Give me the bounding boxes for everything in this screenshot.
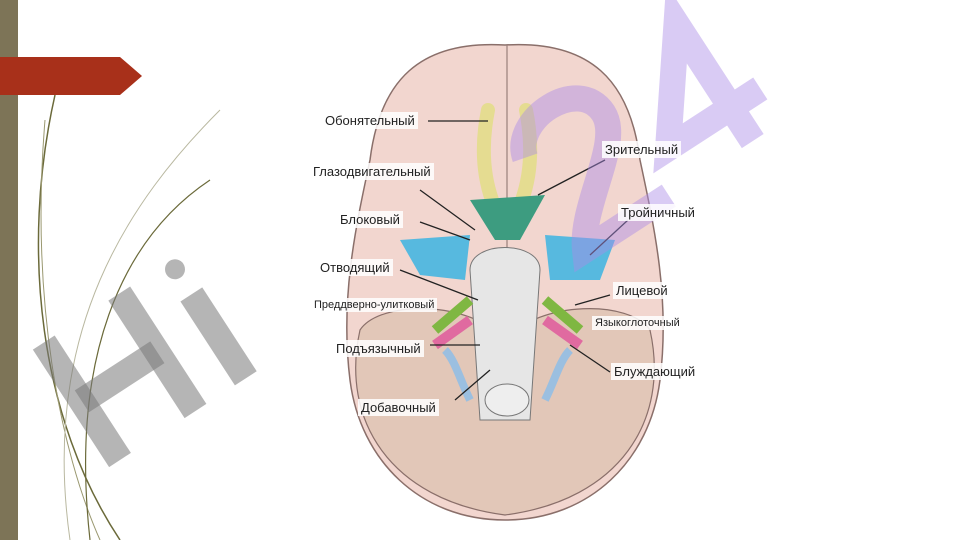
label-olfactory: Обонятельный [322, 112, 418, 129]
label-trochlear: Блоковый [337, 211, 403, 228]
label-trigeminal: Тройничный [618, 204, 698, 221]
sidebar-bar [0, 0, 18, 540]
label-optic: Зрительный [602, 141, 682, 158]
watermark-right-mark [510, 0, 768, 273]
label-facial: Лицевой [613, 282, 671, 299]
watermark-left-mark [32, 259, 257, 468]
label-accessory: Добавочный [358, 399, 439, 416]
label-vagus: Блуждающий [611, 363, 699, 380]
title-banner [0, 57, 142, 95]
label-vestibulocochlear: Преддверно-улитковый [311, 298, 438, 312]
label-oculomotor: Глазодвигательный [310, 163, 434, 180]
label-glossopharyngeal: Языкоглоточный [592, 316, 683, 330]
label-abducens: Отводящий [317, 259, 393, 276]
label-hypoglossal: Подъязычный [333, 340, 424, 357]
